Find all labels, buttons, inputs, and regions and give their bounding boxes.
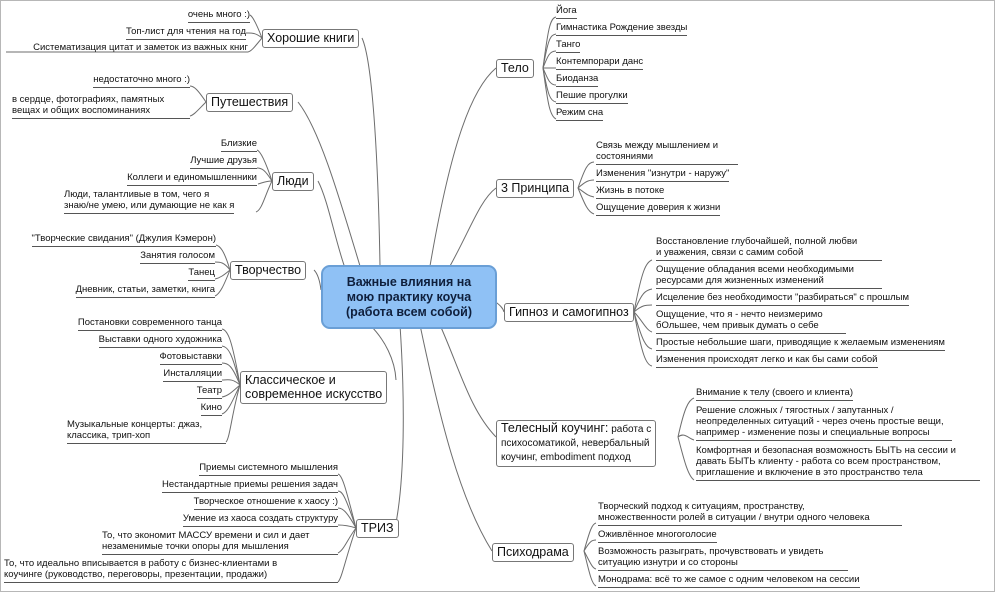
- triz-item: незаменимые точки опоры для мышления: [102, 541, 338, 555]
- topic-books[interactable]: Хорошие книги: [262, 29, 360, 48]
- principles-item: Связь между мышлением и: [596, 140, 719, 151]
- topic-psychodrama[interactable]: Психодрама: [492, 543, 574, 562]
- travel-item: недостаточно много :): [93, 74, 190, 88]
- topic-creativity-label: Творчество: [235, 263, 302, 277]
- central-title-line3: (работа всем собой): [346, 304, 472, 319]
- body-item: Пешие прогулки: [556, 90, 628, 104]
- psychodrama-item: ситуацию изнутри и со стороны: [598, 557, 848, 571]
- psychodrama-item: Творческий подход к ситуациям, пространс…: [598, 501, 805, 512]
- somatic-item: Комфортная и безопасная возможность БЫТЬ…: [696, 445, 956, 456]
- psychodrama-item: множественности ролей в ситуации / внутр…: [598, 512, 902, 526]
- topic-triz-label: ТРИЗ: [361, 521, 394, 535]
- central-topic[interactable]: Важные влияния на мою практику коуча (ра…: [321, 265, 497, 329]
- principles-item: Жизнь в потоке: [596, 185, 665, 199]
- hypnosis-item: Ощущение, что я - нечто неизмеримо: [656, 309, 823, 320]
- books-item: очень много :): [187, 9, 250, 23]
- books-item: Топ-лист для чтения на год: [126, 26, 246, 40]
- triz-item: коучинге (руководство, переговоры, презе…: [4, 569, 338, 583]
- creativity-item: Занятия голосом: [140, 250, 215, 264]
- hypnosis-item: Простые небольшие шаги, приводящие к жел…: [656, 337, 945, 351]
- triz-item: Творческое отношение к хаосу :): [193, 496, 338, 510]
- topic-body[interactable]: Тело: [496, 59, 534, 78]
- triz-item: Умение из хаоса создать структуру: [182, 513, 338, 527]
- creativity-item: Дневник, статьи, заметки, книга: [75, 284, 215, 298]
- hypnosis-item: ресурсами для жизненных изменений: [656, 275, 882, 289]
- topic-triz[interactable]: ТРИЗ: [356, 519, 399, 538]
- creativity-item: Танец: [188, 267, 215, 281]
- body-item: Йога: [556, 5, 577, 19]
- people-item: знаю/не умею, или думающие не как я: [64, 200, 235, 214]
- somatic-item: например - изменение позы и специальные …: [696, 427, 952, 441]
- hypnosis-item: Восстановление глубочайшей, полной любви: [656, 236, 858, 247]
- triz-item: То, что экономит МАССУ времени и сил и д…: [102, 530, 310, 541]
- central-title-line1: Важные влияния на: [346, 274, 472, 289]
- somatic-item: Решение сложных / тягостных / запутанных…: [696, 405, 894, 416]
- art-item: Кино: [200, 402, 222, 416]
- topic-people-label: Люди: [277, 174, 309, 188]
- body-item: Танго: [556, 39, 581, 53]
- art-item: Фотовыставки: [159, 351, 222, 365]
- topic-principles-label: 3 Принципа: [501, 181, 570, 195]
- travel-item: вещах и общих воспоминаниях: [12, 105, 190, 119]
- people-item: Коллеги и единомышленники: [127, 172, 257, 186]
- hypnosis-item: и уважения, связи с самим собой: [656, 247, 882, 261]
- triz-item: То, что идеально вписывается в работу с …: [4, 558, 278, 569]
- art-item: Инсталляции: [163, 368, 222, 382]
- topic-art-label-2: современное искусство: [245, 387, 383, 401]
- topic-travel[interactable]: Путешествия: [206, 93, 294, 112]
- topic-somatic-label: Телесный коучинг:: [501, 421, 609, 435]
- art-item: Театр: [196, 385, 222, 399]
- topic-travel-label: Путешествия: [211, 95, 289, 109]
- topic-somatic[interactable]: Телесный коучинг: работа с психосоматико…: [496, 420, 657, 467]
- somatic-item: Внимание к телу (своего и клиента): [696, 387, 854, 401]
- principles-item: Ощущение доверия к жизни: [596, 202, 721, 216]
- hypnosis-item: Изменения происходят легко и как бы сами…: [656, 354, 878, 368]
- body-item: Режим сна: [556, 107, 604, 121]
- art-item: Постановки современного танца: [77, 317, 222, 331]
- topic-hypnosis[interactable]: Гипноз и самогипноз: [504, 303, 634, 322]
- art-item: Выставки одного художника: [98, 334, 222, 348]
- topic-art-label-1: Классическое и: [245, 373, 336, 387]
- people-item: Люди, талантливые в том, чего я: [64, 189, 210, 200]
- people-item: Лучшие друзья: [190, 155, 257, 169]
- psychodrama-item: Монодрама: всё то же самое с одним челов…: [598, 574, 860, 588]
- topic-creativity[interactable]: Творчество: [230, 261, 307, 280]
- art-item: Музыкальные концерты: джаз,: [67, 419, 203, 430]
- topic-principles[interactable]: 3 Принципа: [496, 179, 575, 198]
- topic-books-label: Хорошие книги: [267, 31, 355, 45]
- topic-people[interactable]: Люди: [272, 172, 314, 191]
- hypnosis-item: Ощущение обладания всеми необходимыми: [656, 264, 854, 275]
- hypnosis-item: бОльшее, чем привык думать о себе: [656, 320, 846, 334]
- books-item: Систематизация цитат и заметок из важных…: [33, 42, 248, 53]
- topic-art[interactable]: Классическое и современное искусство: [240, 371, 388, 404]
- topic-somatic-label-2: психосоматикой, невербальный: [501, 438, 650, 449]
- hypnosis-item: Исцеление без необходимости "разбираться…: [656, 292, 909, 306]
- principles-item: Изменения "изнутри - наружу": [596, 168, 730, 182]
- body-item: Контемпорари данс: [556, 56, 644, 70]
- principles-item: состояниями: [596, 151, 738, 165]
- topic-psychodrama-label: Психодрама: [497, 545, 569, 559]
- somatic-item: неопределенных ситуаций - через очень пр…: [696, 416, 944, 427]
- triz-item: Приемы системного мышления: [199, 462, 338, 476]
- somatic-item: давать БЫТЬ клиенту - работа со всем про…: [696, 456, 941, 467]
- body-item: Биоданза: [556, 73, 599, 87]
- travel-item: в сердце, фотографиях, памятных: [12, 94, 165, 105]
- central-title-line2: мою практику коуча: [346, 289, 472, 304]
- topic-hypnosis-label: Гипноз и самогипноз: [509, 305, 629, 319]
- creativity-item: "Творческие свидания" (Джулия Кэмерон): [31, 233, 216, 247]
- people-item: Близкие: [220, 138, 257, 152]
- art-item: классика, трип-хоп: [67, 430, 226, 444]
- body-item: Гимнастика Рождение звезды: [556, 22, 688, 36]
- topic-body-label: Тело: [501, 61, 529, 75]
- psychodrama-item: Оживлённое многоголосие: [598, 529, 717, 543]
- topic-somatic-label-3: коучинг, embodiment подход: [501, 452, 631, 463]
- triz-item: Нестандартные приемы решения задач: [162, 479, 338, 493]
- topic-somatic-label-rest: работа с: [608, 424, 652, 435]
- somatic-item: приглашение и включение в это пространст…: [696, 467, 980, 481]
- psychodrama-item: Возможность разыграть, прочувствовать и …: [598, 546, 824, 557]
